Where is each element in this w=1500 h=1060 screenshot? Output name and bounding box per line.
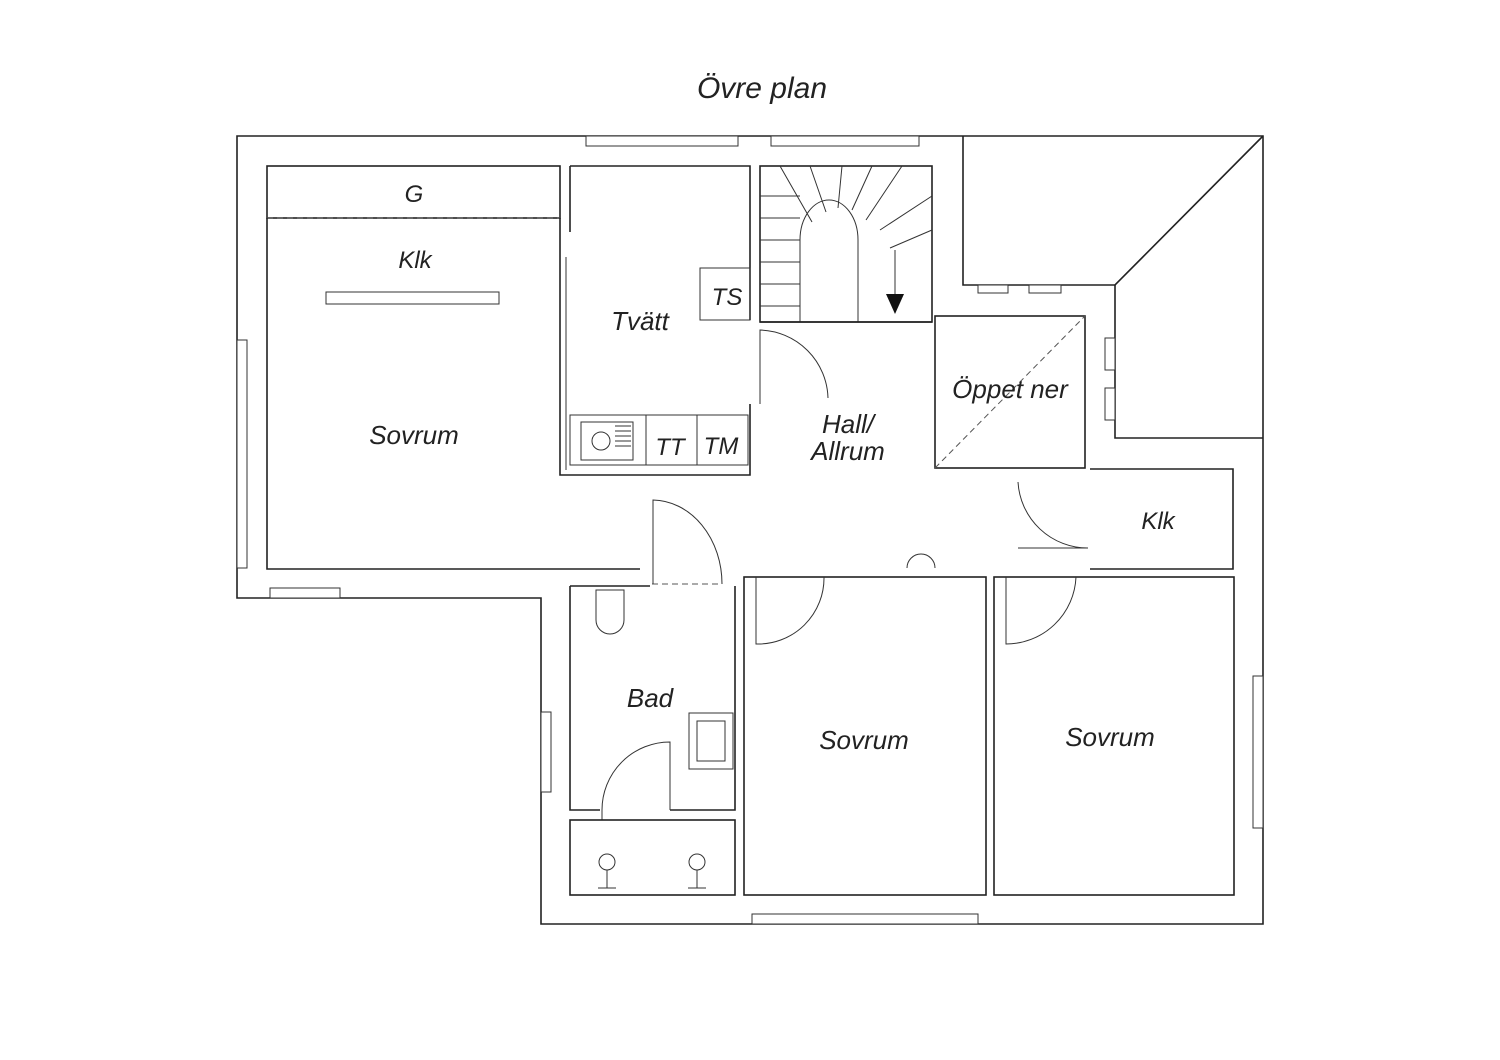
counter xyxy=(569,414,749,466)
hall-column xyxy=(906,553,936,569)
bad-door xyxy=(652,499,723,585)
label-sovrum-mid: Sovrum xyxy=(819,725,909,755)
shower-head-1 xyxy=(598,853,616,871)
right-wing-wall xyxy=(1114,285,1263,439)
window-bad xyxy=(540,711,552,793)
label-sovrum-right: Sovrum xyxy=(1065,722,1155,752)
sovrum-right-door xyxy=(1005,576,1077,645)
window-top-small-2 xyxy=(1028,284,1062,294)
window-open-2 xyxy=(1104,387,1116,421)
washbasin-outer xyxy=(688,712,734,770)
sovrum-mid-door xyxy=(755,576,825,645)
wardrobe-g xyxy=(266,165,561,219)
label-ts: TS xyxy=(712,284,743,311)
sink-drain-lines xyxy=(615,425,631,447)
label-garderob: G xyxy=(405,181,424,208)
shower-taps xyxy=(598,870,706,889)
wall-shelf xyxy=(325,291,500,305)
label-tt: TT xyxy=(655,434,687,461)
toilet xyxy=(595,589,625,635)
sovrum-mid-walls xyxy=(743,576,987,896)
open-to-below xyxy=(934,315,1086,469)
label-klk-left: Klk xyxy=(398,247,433,274)
label-hall-line2: Allrum xyxy=(809,436,885,466)
outer-diagonal-wall xyxy=(962,135,1264,286)
klk-right-door xyxy=(1017,481,1089,549)
window-open-1 xyxy=(1104,337,1116,371)
window-bottom-left xyxy=(269,587,341,599)
sovrum-left-walls xyxy=(266,218,640,570)
shower-head-2 xyxy=(688,853,706,871)
klk-right-walls xyxy=(1090,468,1234,570)
window-right xyxy=(1252,675,1264,829)
ts-box xyxy=(699,267,751,321)
stair-steps xyxy=(760,165,933,322)
label-tvatt: Tvätt xyxy=(611,306,671,336)
window-top-small-1 xyxy=(977,284,1009,294)
staircase xyxy=(759,165,933,323)
window-top-2 xyxy=(770,135,920,147)
bad-walls xyxy=(569,585,736,811)
sink-outer xyxy=(580,421,634,461)
label-sovrum-left: Sovrum xyxy=(369,420,459,450)
washbasin-bowl xyxy=(696,720,726,762)
label-klk-right: Klk xyxy=(1141,508,1176,535)
shower-area xyxy=(569,819,736,896)
window-top-1 xyxy=(585,135,739,147)
window-left xyxy=(236,339,248,569)
window-bottom-mid xyxy=(751,913,979,925)
label-tm: TM xyxy=(704,433,739,460)
tvatt-door xyxy=(759,329,829,404)
label-bad: Bad xyxy=(627,683,675,713)
sink-bowl xyxy=(591,431,611,451)
stair-arrow-head xyxy=(886,294,904,314)
sovrum-right-walls xyxy=(993,576,1235,896)
label-oppet-ner: Öppet ner xyxy=(952,374,1069,404)
label-hall-line1: Hall/ xyxy=(822,409,877,439)
open-diagonal xyxy=(934,315,1086,469)
plan-title: Övre plan xyxy=(696,72,828,105)
inner-door xyxy=(601,741,671,820)
